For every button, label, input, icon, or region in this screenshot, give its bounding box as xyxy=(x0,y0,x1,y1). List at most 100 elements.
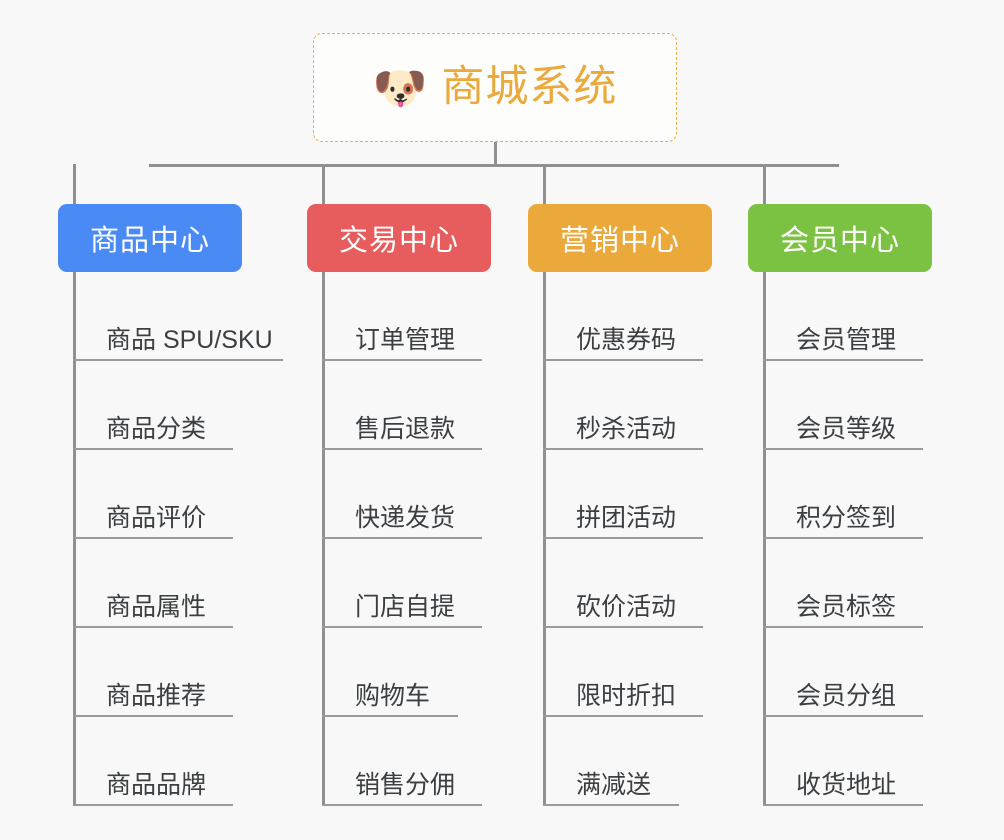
leaf-item-underline xyxy=(763,626,923,628)
leaf-item-underline xyxy=(543,804,679,806)
leaf-item-label: 门店自提 xyxy=(355,592,456,621)
leaf-item-label: 商品推荐 xyxy=(106,681,207,710)
category-column-2: 交易中心订单管理售后退款快递发货门店自提购物车销售分佣 xyxy=(307,204,491,806)
leaf-item-label: 商品品牌 xyxy=(106,770,207,799)
leaf-item-underline xyxy=(543,715,703,717)
category-header-4[interactable]: 会员中心 xyxy=(748,204,932,272)
leaf-list-1: 商品 SPU/SKU 商品分类商品评价商品属性商品推荐商品品牌 xyxy=(58,272,283,806)
leaf-item-label: 商品属性 xyxy=(106,592,207,621)
leaf-list-2: 订单管理售后退款快递发货门店自提购物车销售分佣 xyxy=(307,272,491,806)
root-title: 商城系统 xyxy=(441,63,618,111)
root-node[interactable]: 🐶 商城系统 xyxy=(313,33,677,142)
category-header-label: 交易中心 xyxy=(338,225,459,257)
category-header-label: 商品中心 xyxy=(89,225,210,257)
leaf-item-label: 订单管理 xyxy=(355,325,456,354)
leaf-item[interactable]: 订单管理 xyxy=(307,272,491,361)
leaf-item[interactable]: 积分签到 xyxy=(748,450,932,539)
leaf-item-label: 商品分类 xyxy=(106,414,207,443)
leaf-item-label: 购物车 xyxy=(355,681,431,710)
leaf-item-label: 秒杀活动 xyxy=(576,414,677,443)
leaf-item[interactable]: 商品属性 xyxy=(58,539,273,628)
leaf-item[interactable]: 秒杀活动 xyxy=(528,361,712,450)
leaf-item[interactable]: 会员分组 xyxy=(748,628,932,717)
leaf-item[interactable]: 拼团活动 xyxy=(528,450,712,539)
leaf-item[interactable]: 门店自提 xyxy=(307,539,491,628)
leaf-item-underline xyxy=(763,804,923,806)
category-column-4: 会员中心会员管理会员等级积分签到会员标签会员分组收货地址 xyxy=(748,204,932,806)
category-header-label: 会员中心 xyxy=(779,225,900,257)
leaf-item-underline xyxy=(73,359,283,361)
leaf-item-label: 优惠券码 xyxy=(576,325,677,354)
leaf-item-label: 会员管理 xyxy=(796,325,897,354)
leaf-item[interactable]: 优惠券码 xyxy=(528,272,712,361)
leaf-item-underline xyxy=(322,626,482,628)
leaf-item-underline xyxy=(763,448,923,450)
connector-drop-4 xyxy=(763,164,766,204)
leaf-item-underline xyxy=(543,626,703,628)
category-column-3: 营销中心优惠券码秒杀活动拼团活动砍价活动限时折扣满减送 xyxy=(528,204,712,806)
connector-root-stem xyxy=(494,142,497,166)
leaf-item-label: 售后退款 xyxy=(355,414,456,443)
leaf-item-label: 会员分组 xyxy=(796,681,897,710)
leaf-item-label: 满减送 xyxy=(576,770,652,799)
leaf-item-underline xyxy=(322,537,482,539)
connector-horizontal-bus xyxy=(149,164,839,167)
category-header-3[interactable]: 营销中心 xyxy=(528,204,712,272)
leaf-item-underline xyxy=(322,804,482,806)
leaf-item-underline xyxy=(543,448,703,450)
leaf-item[interactable]: 销售分佣 xyxy=(307,717,491,806)
column-spine-4 xyxy=(763,272,766,806)
column-spine-1 xyxy=(73,272,76,806)
leaf-item[interactable]: 满减送 xyxy=(528,717,712,806)
leaf-item-label: 商品 SPU/SKU xyxy=(106,325,273,354)
connector-drop-1 xyxy=(73,164,76,204)
leaf-item[interactable]: 售后退款 xyxy=(307,361,491,450)
leaf-item-label: 会员标签 xyxy=(796,592,897,621)
leaf-item-label: 会员等级 xyxy=(796,414,897,443)
leaf-item-underline xyxy=(73,537,233,539)
dog-face-icon: 🐶 xyxy=(372,63,428,113)
leaf-item[interactable]: 会员等级 xyxy=(748,361,932,450)
leaf-list-3: 优惠券码秒杀活动拼团活动砍价活动限时折扣满减送 xyxy=(528,272,712,806)
leaf-item-underline xyxy=(73,715,233,717)
connector-drop-3 xyxy=(543,164,546,204)
leaf-item[interactable]: 快递发货 xyxy=(307,450,491,539)
leaf-item[interactable]: 限时折扣 xyxy=(528,628,712,717)
leaf-item-label: 砍价活动 xyxy=(576,592,677,621)
leaf-item-label: 快递发货 xyxy=(355,503,456,532)
category-header-2[interactable]: 交易中心 xyxy=(307,204,491,272)
leaf-item-underline xyxy=(322,448,482,450)
category-header-1[interactable]: 商品中心 xyxy=(58,204,242,272)
leaf-item-label: 销售分佣 xyxy=(355,770,456,799)
leaf-item[interactable]: 会员标签 xyxy=(748,539,932,628)
leaf-item-label: 收货地址 xyxy=(796,770,897,799)
connector-drop-2 xyxy=(322,164,325,204)
leaf-item-label: 拼团活动 xyxy=(576,503,677,532)
leaf-list-4: 会员管理会员等级积分签到会员标签会员分组收货地址 xyxy=(748,272,932,806)
leaf-item-label: 积分签到 xyxy=(796,503,897,532)
category-column-1: 商品中心商品 SPU/SKU 商品分类商品评价商品属性商品推荐商品品牌 xyxy=(58,204,283,806)
leaf-item[interactable]: 商品 SPU/SKU xyxy=(58,272,283,361)
leaf-item[interactable]: 收货地址 xyxy=(748,717,932,806)
leaf-item[interactable]: 商品评价 xyxy=(58,450,273,539)
leaf-item-underline xyxy=(73,448,233,450)
leaf-item[interactable]: 商品分类 xyxy=(58,361,273,450)
leaf-item-underline xyxy=(73,626,233,628)
leaf-item-underline xyxy=(543,359,703,361)
leaf-item-underline xyxy=(322,715,458,717)
leaf-item[interactable]: 会员管理 xyxy=(748,272,932,361)
leaf-item-label: 限时折扣 xyxy=(576,681,677,710)
leaf-item-label: 商品评价 xyxy=(106,503,207,532)
leaf-item-underline xyxy=(763,359,923,361)
leaf-item-underline xyxy=(73,804,233,806)
leaf-item-underline xyxy=(763,715,923,717)
leaf-item-underline xyxy=(763,537,923,539)
leaf-item[interactable]: 购物车 xyxy=(307,628,491,717)
leaf-item-underline xyxy=(543,537,703,539)
leaf-item[interactable]: 商品品牌 xyxy=(58,717,273,806)
column-spine-2 xyxy=(322,272,325,806)
category-header-label: 营销中心 xyxy=(559,225,680,257)
leaf-item[interactable]: 商品推荐 xyxy=(58,628,273,717)
leaf-item[interactable]: 砍价活动 xyxy=(528,539,712,628)
